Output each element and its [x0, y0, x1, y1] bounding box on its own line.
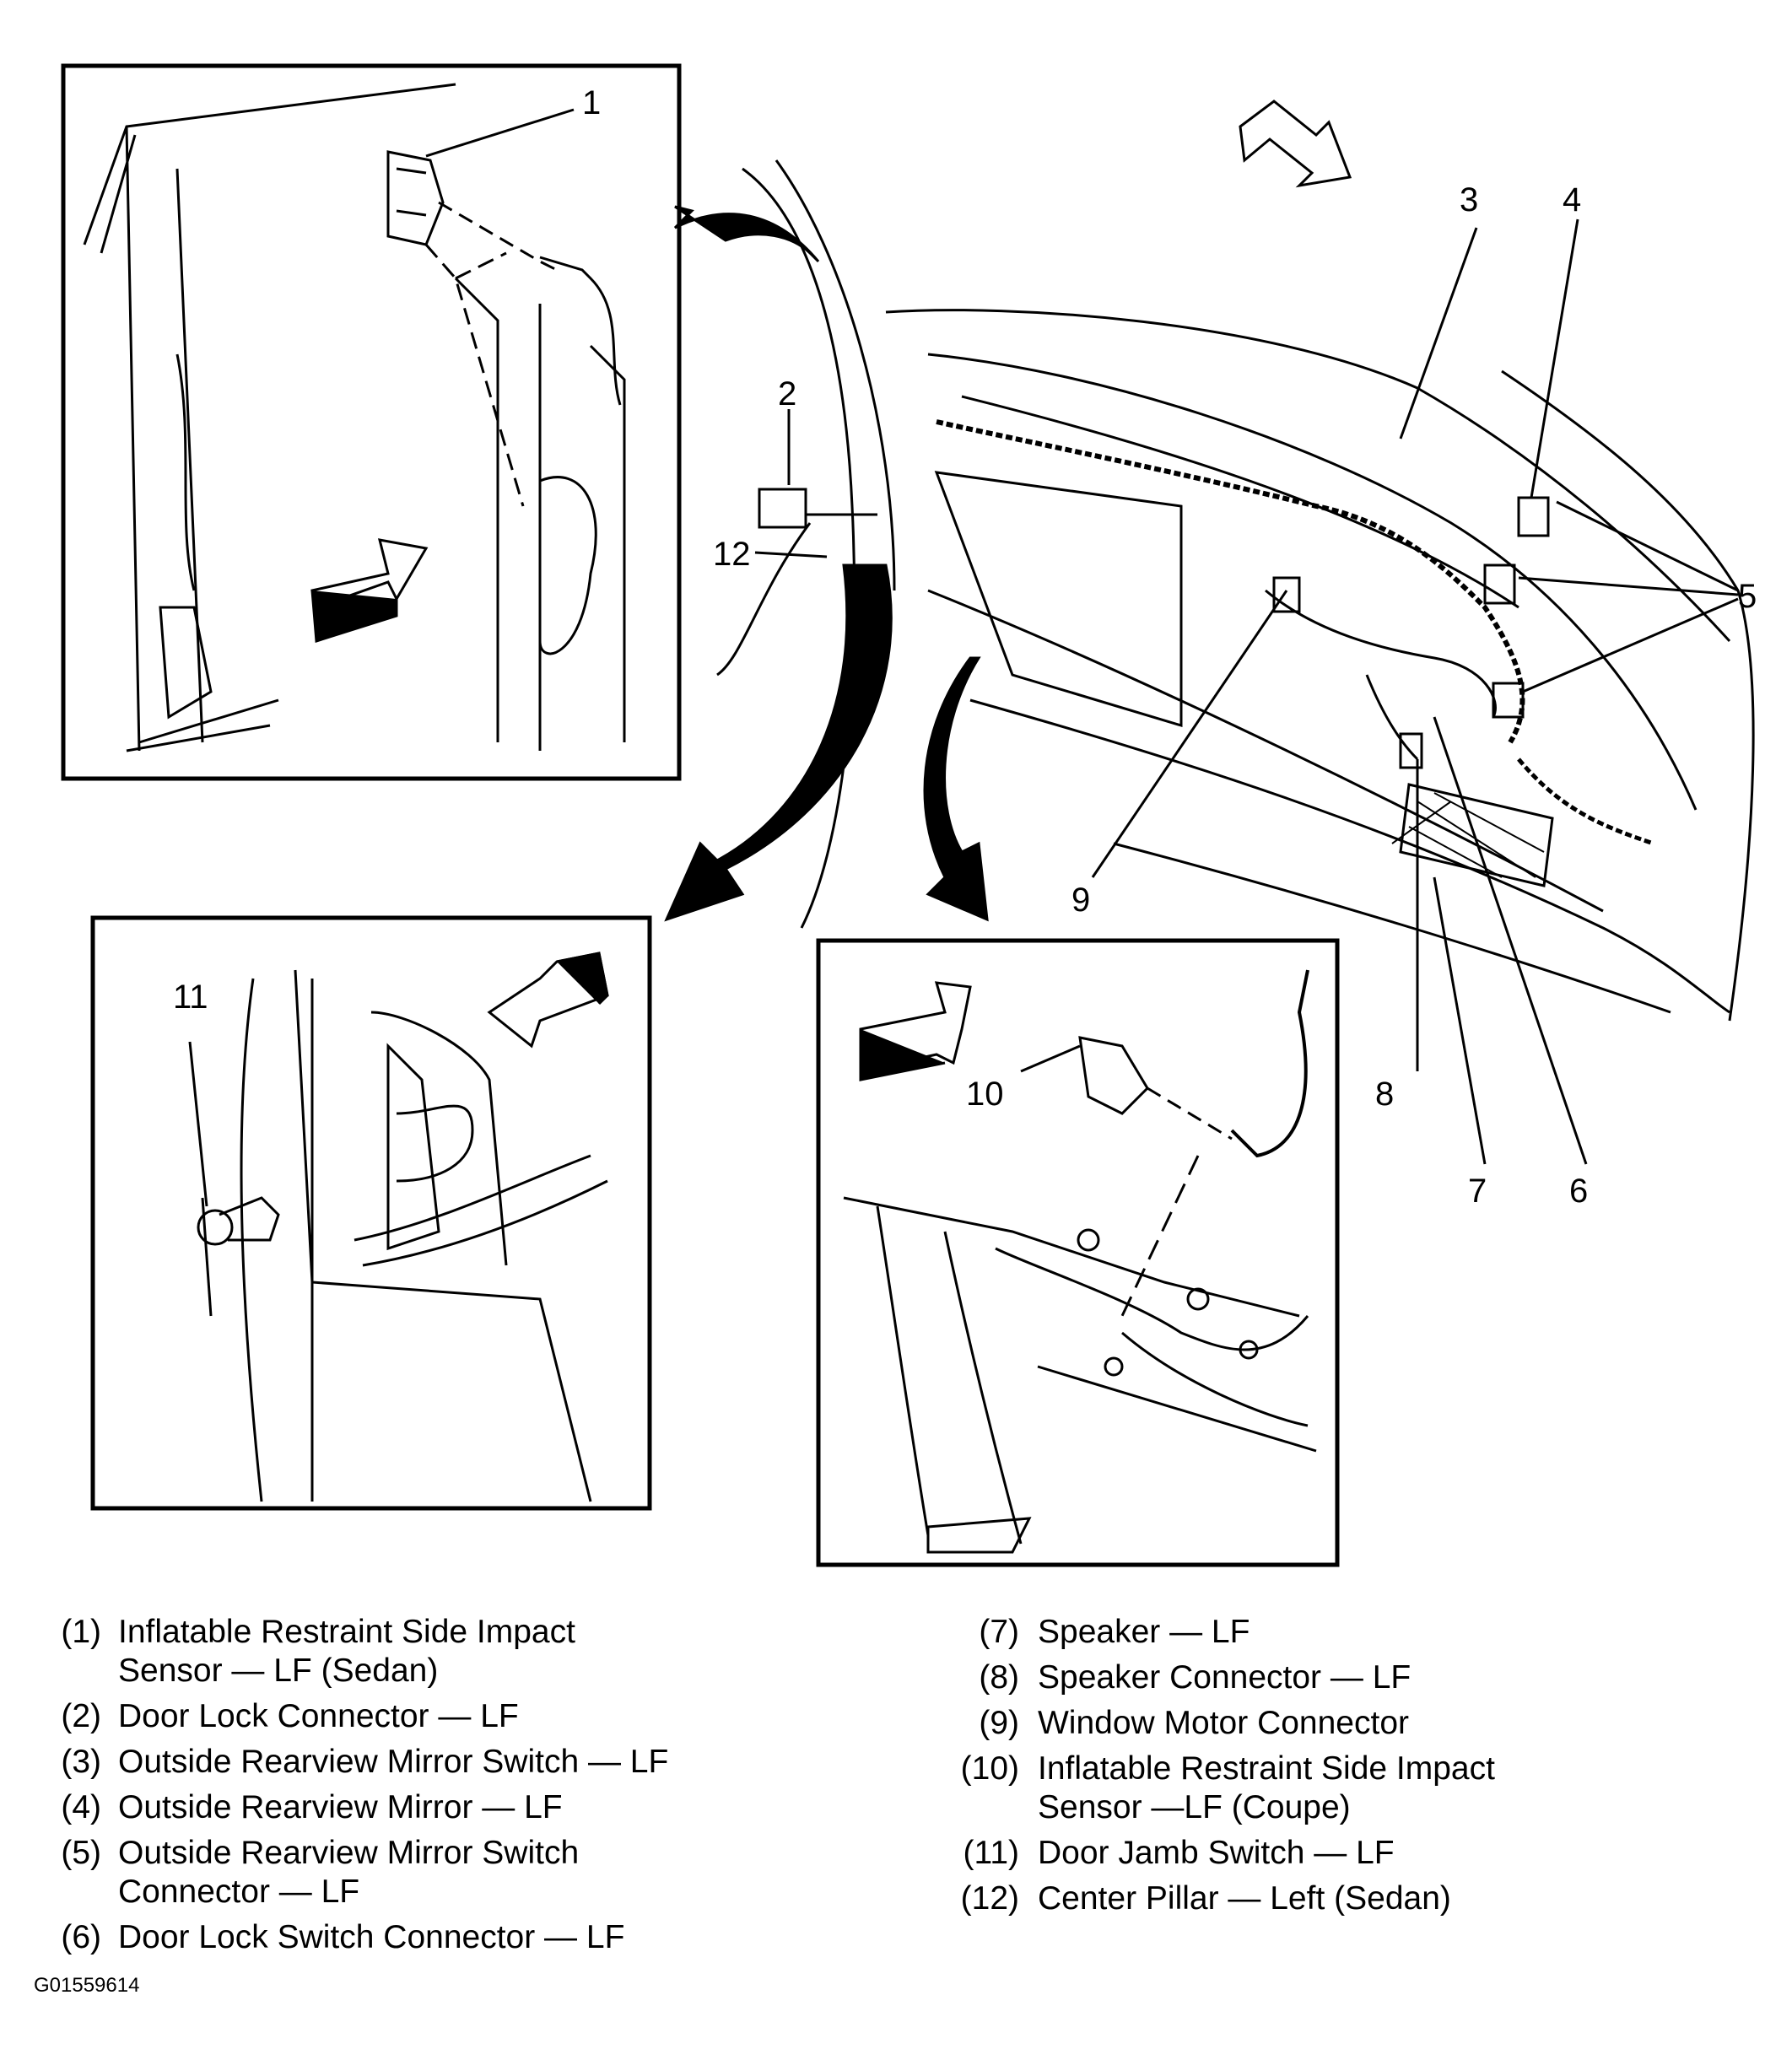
door-wiring-diagram: 1 2 3 4 5 6 7 8 9 10 11 12: [61, 63, 1757, 1567]
legend-text: Inflatable Restraint Side Impact Sensor …: [1038, 1750, 1495, 1825]
legend-item: (5) Outside Rearview Mirror Switch Connec…: [17, 1834, 911, 1912]
callout-11: 11: [173, 979, 208, 1016]
legend-item: (8) Speaker Connector — LF: [945, 1658, 1772, 1697]
curved-arrow-to-inset1: [673, 205, 820, 263]
legend-item: (9) Window Motor Connector: [945, 1704, 1772, 1743]
legend-number: (5): [61, 1835, 101, 1871]
legend-text: Center Pillar — Left (Sedan): [1038, 1880, 1451, 1917]
legend-item: (3) Outside Rearview Mirror Switch — LF: [17, 1743, 911, 1782]
curved-arrow-to-inset2: [664, 563, 893, 922]
legend-number: (3): [61, 1744, 101, 1780]
legend-number: (9): [979, 1705, 1019, 1741]
connector-mirror: [1517, 496, 1550, 537]
callout-6: 6: [1569, 1173, 1588, 1210]
callout-3: 3: [1460, 181, 1478, 218]
callout-4: 4: [1563, 181, 1581, 218]
connector-door-lock-switch: [1492, 682, 1525, 719]
curved-arrow-to-inset3: [923, 656, 989, 922]
door-lock-connector: [758, 488, 807, 529]
legend-item: (10) Inflatable Restraint Side Impact Sen…: [945, 1750, 1772, 1827]
callout-2: 2: [778, 375, 796, 412]
legend-item: (4) Outside Rearview Mirror — LF: [17, 1788, 911, 1827]
connector-window-motor: [1272, 576, 1301, 613]
inset-door-jamb: [90, 915, 652, 1511]
legend-text: Speaker — LF: [1038, 1614, 1250, 1650]
legend-text: Door Jamb Switch — LF: [1038, 1835, 1395, 1871]
legend-number: (11): [963, 1835, 1019, 1871]
legend-number: (2): [61, 1698, 101, 1734]
legend-text: Outside Rearview Mirror Switch — LF: [118, 1744, 669, 1780]
inset-sedan-sensor: [61, 63, 682, 781]
callout-5: 5: [1738, 578, 1757, 615]
inset-coupe-sensor: [816, 938, 1340, 1567]
side-impact-sensor-coupe: [1078, 1036, 1149, 1115]
callout-12: 12: [713, 536, 751, 573]
legend-text: Door Lock Switch Connector — LF: [118, 1919, 625, 1955]
legend-item: (12) Center Pillar — Left (Sedan): [945, 1879, 1772, 1918]
callout-7: 7: [1468, 1173, 1487, 1210]
connector-speaker: [1399, 732, 1423, 769]
legend-text: Speaker Connector — LF: [1038, 1659, 1411, 1696]
legend-number: (1): [61, 1614, 101, 1650]
legend-right: (7) Speaker — LF (8) Speaker Connector — LF…: [945, 1613, 1772, 1925]
direction-arrow-top: [1239, 100, 1352, 188]
side-impact-sensor-sedan: [386, 150, 445, 246]
legend-text: Outside Rearview Mirror — LF: [118, 1789, 563, 1825]
connector-mirror-switch: [1483, 563, 1516, 605]
legend-text: Window Motor Connector: [1038, 1705, 1410, 1741]
legend-item: (11) Door Jamb Switch — LF: [945, 1834, 1772, 1873]
legend-number: (12): [960, 1880, 1019, 1917]
legend-number: (6): [61, 1919, 101, 1955]
speaker-grille: [1399, 783, 1554, 887]
legend-number: (7): [979, 1614, 1019, 1650]
figure-id: G01559614: [34, 1974, 140, 1997]
legend-item: (6) Door Lock Switch Connector — LF: [17, 1918, 911, 1957]
legend-item: (7) Speaker — LF: [945, 1613, 1772, 1652]
legend-text: Inflatable Restraint Side Impact Sensor …: [118, 1614, 575, 1689]
legend-item: (2) Door Lock Connector — LF: [17, 1697, 911, 1736]
legend-number: (4): [61, 1789, 101, 1825]
legend-item: (1) Inflatable Restraint Side Impact Sens…: [17, 1613, 911, 1690]
legend-left: (1) Inflatable Restraint Side Impact Sens…: [17, 1613, 911, 1964]
legend-text: Door Lock Connector — LF: [118, 1698, 519, 1734]
legend-number: (10): [960, 1750, 1019, 1787]
door-jamb-switch: [197, 1209, 234, 1246]
callout-10: 10: [966, 1076, 1004, 1113]
callout-8: 8: [1375, 1076, 1394, 1113]
callout-1: 1: [582, 84, 601, 121]
legend-number: (8): [979, 1659, 1019, 1696]
legend-text: Outside Rearview Mirror Switch Connector…: [118, 1835, 580, 1910]
callout-9: 9: [1071, 882, 1090, 919]
